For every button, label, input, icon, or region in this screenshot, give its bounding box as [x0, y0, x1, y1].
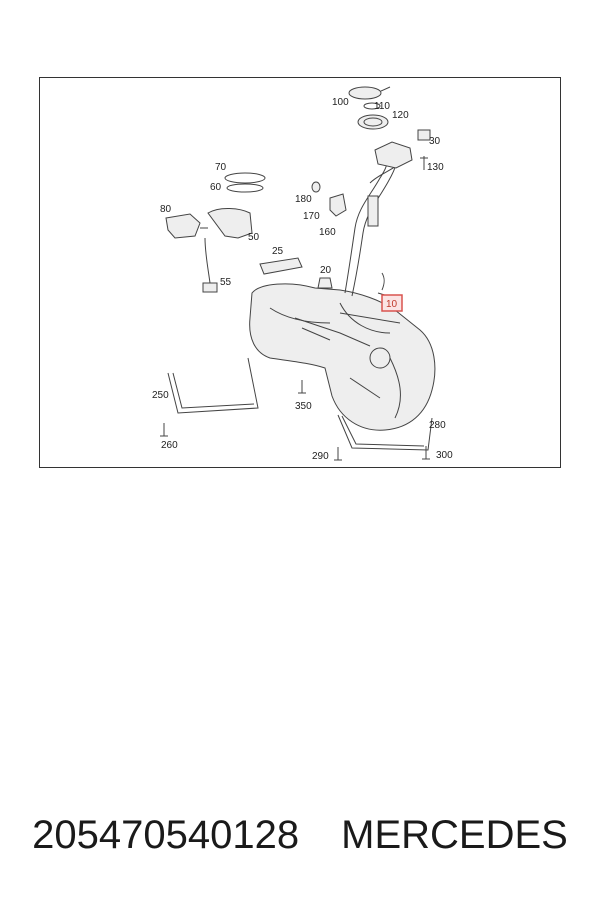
callout-55: 55 — [220, 277, 232, 288]
fuel-system-exploded-diagram: 100 110 120 30 130 70 60 180 170 160 80 … — [152, 86, 453, 462]
callout-250: 250 — [152, 390, 169, 401]
callout-30: 30 — [429, 136, 441, 147]
highlight-box-10 — [381, 294, 403, 312]
filler-cap-assembly — [348, 86, 391, 130]
fuel-tank — [249, 283, 436, 431]
callout-100: 100 — [332, 97, 349, 108]
callout-70: 70 — [215, 162, 227, 173]
filler-housing — [374, 129, 431, 170]
filler-neck-pipe — [344, 145, 409, 297]
callout-290: 290 — [312, 451, 329, 462]
callout-110: 110 — [374, 101, 390, 112]
callout-50: 50 — [248, 232, 260, 243]
callout-120: 120 — [392, 110, 409, 121]
bolts — [160, 380, 430, 461]
part-caption: 205470540128 MERCEDES — [0, 805, 600, 865]
callout-260: 260 — [161, 440, 178, 451]
callout-170: 170 — [303, 211, 320, 222]
brand-name: MERCEDES — [341, 812, 568, 857]
callout-20: 20 — [320, 265, 332, 276]
callout-180: 180 — [295, 194, 312, 205]
callout-130: 130 — [427, 162, 444, 173]
tank-straps — [167, 357, 433, 451]
fuel-pump-sender — [165, 172, 266, 293]
callout-80: 80 — [160, 204, 172, 215]
bracket-parts — [311, 181, 347, 217]
callout-280: 280 — [429, 420, 446, 431]
callout-300: 300 — [436, 450, 453, 461]
callout-60: 60 — [210, 182, 222, 193]
callout-160: 160 — [319, 227, 336, 238]
callout-10: 10 — [386, 299, 398, 310]
callout-25: 25 — [272, 246, 284, 257]
parts-diagram-frame: 100 110 120 30 130 70 60 180 170 160 80 … — [39, 77, 561, 468]
callout-350: 350 — [295, 401, 312, 412]
pad-and-grommet — [259, 257, 333, 289]
part-number: 205470540128 — [32, 812, 300, 857]
